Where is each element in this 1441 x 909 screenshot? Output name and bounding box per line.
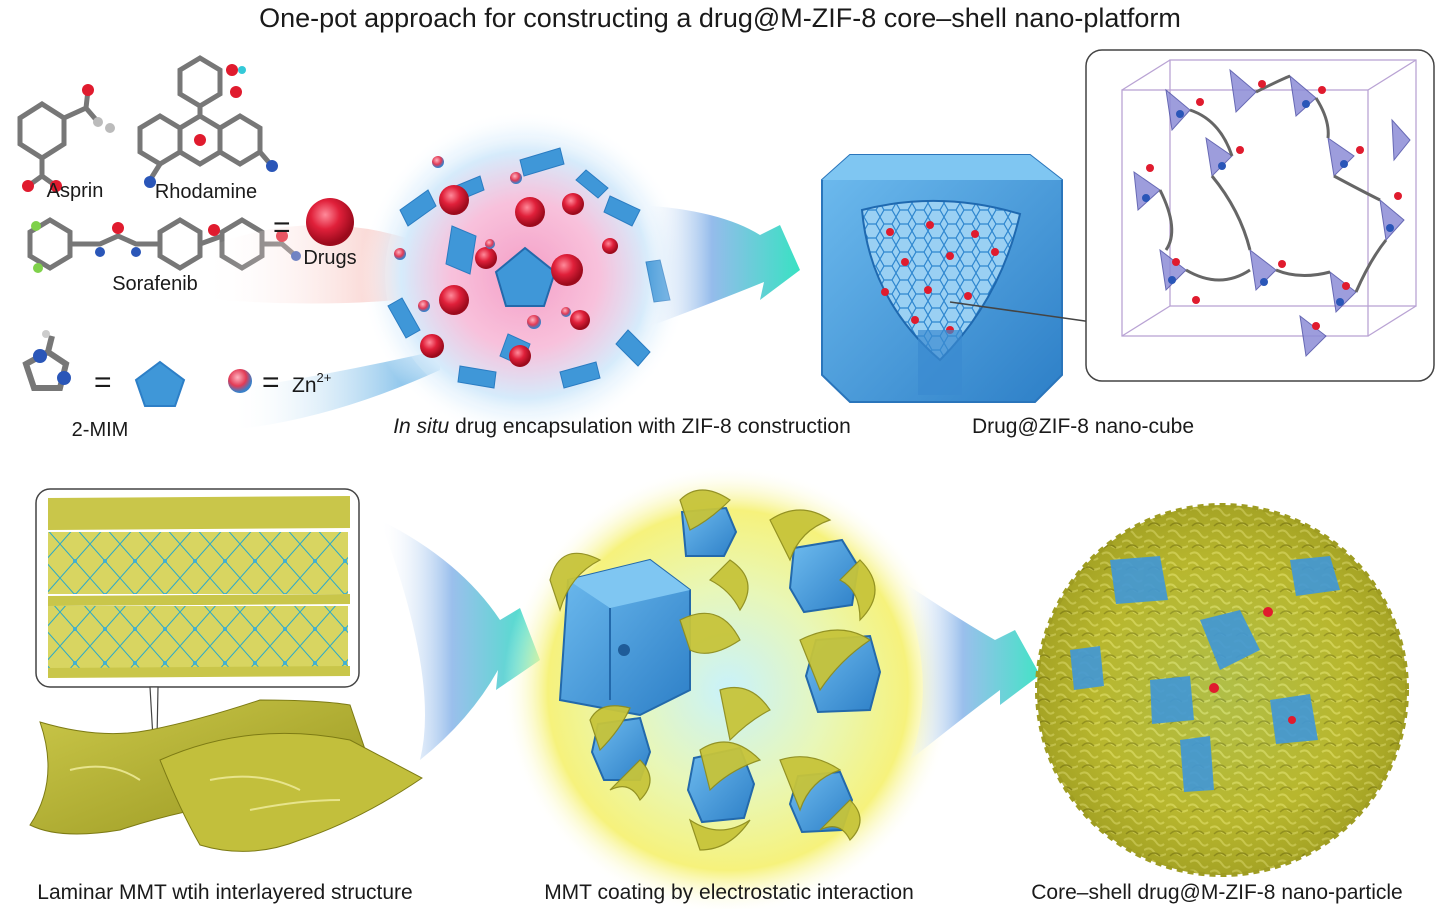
laminar-inset: [35, 488, 360, 688]
sorafenib-label: Sorafenib: [112, 273, 198, 295]
mim-label: 2-MIM: [72, 419, 129, 441]
pentagon-icon: [134, 360, 186, 407]
insitu-caption: In situ drug encapsulation with ZIF-8 co…: [393, 415, 851, 438]
laminar-mmt-sheets: [29, 699, 423, 852]
coreshell-particle: [1035, 503, 1409, 877]
zn-ion-icon: [228, 369, 252, 393]
mim-molecule: [22, 330, 71, 391]
arrow-to-coating: [380, 520, 540, 760]
arrow-to-nanocube: [640, 205, 800, 330]
laminar-caption: Laminar MMT wtih interlayered structure: [37, 881, 412, 904]
nanocube: [821, 154, 1063, 403]
mim-equals: =: [94, 366, 112, 399]
zn-label: Zn2+: [292, 370, 331, 397]
mmt-coating-sphere: [503, 465, 953, 909]
arrow-to-coreshell: [900, 580, 1040, 760]
crystal-structure-inset: [1085, 49, 1435, 382]
sorafenib-molecule: [27, 217, 301, 273]
drug-sphere: [306, 198, 354, 246]
drugs-equals: =: [273, 211, 291, 244]
figure-title: One-pot approach for constructing a drug…: [259, 3, 1181, 33]
rhodamine-molecule: [137, 55, 278, 188]
aspirin-molecule: [17, 84, 115, 192]
coating-caption: MMT coating by electrostatic interaction: [544, 881, 914, 904]
aspirin-label: Asprin: [47, 180, 104, 202]
zoom-leader-line: [949, 301, 1093, 323]
zn-equals: =: [262, 366, 280, 399]
drugs-label: Drugs: [303, 247, 356, 269]
mim-funnel: [230, 350, 440, 430]
rhodamine-label: Rhodamine: [155, 181, 257, 203]
nanocube-caption: Drug@ZIF-8 nano-cube: [972, 415, 1194, 438]
coreshell-caption: Core–shell drug@M-ZIF-8 nano-particle: [1031, 881, 1402, 904]
